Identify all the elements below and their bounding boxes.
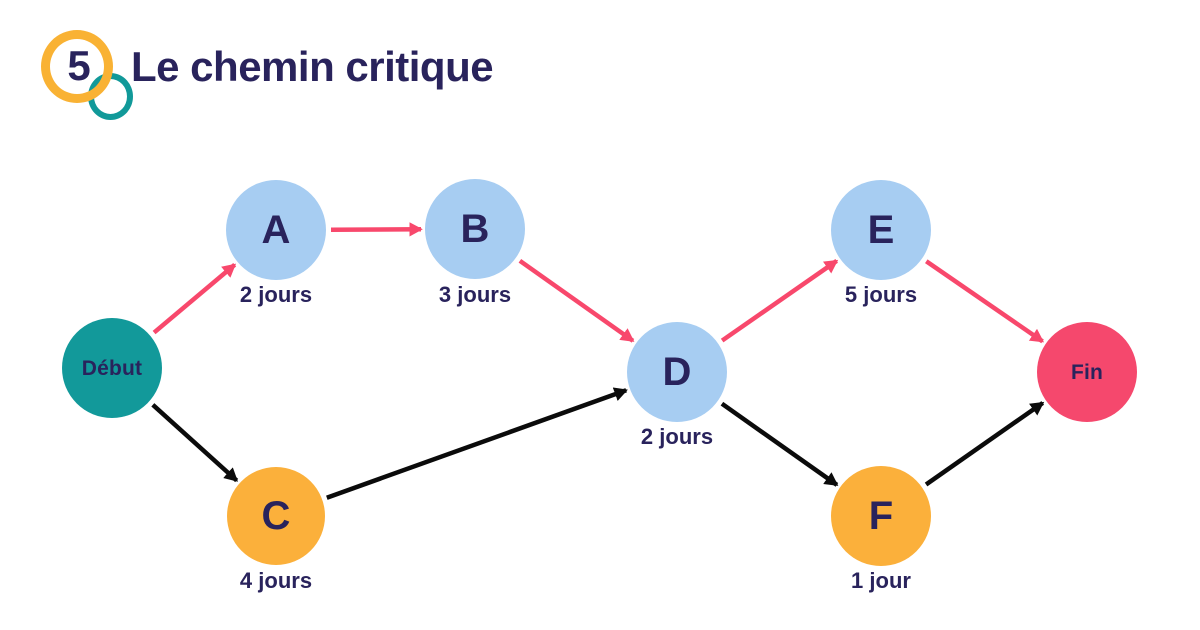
node-debut: Début — [62, 318, 162, 418]
header: 5 Le chemin critique — [0, 0, 1200, 130]
node-c: C — [227, 467, 325, 565]
node-a-label: A — [261, 208, 291, 252]
edge-D-F — [720, 401, 839, 487]
node-c-label: C — [261, 494, 291, 538]
node-f-duration: 1 jour — [851, 568, 911, 593]
node-b-label: B — [460, 207, 490, 251]
node-fin: Fin — [1037, 322, 1137, 422]
step-number-badge: 5 — [41, 30, 136, 122]
node-e-duration: 5 jours — [844, 282, 918, 307]
badge-orange-ring-icon: 5 — [41, 30, 113, 103]
node-f: F — [831, 466, 931, 566]
node-e-label: E — [867, 208, 895, 252]
badge-number: 5 — [67, 41, 91, 89]
node-e: E — [831, 180, 931, 280]
page-title: Le chemin critique — [131, 43, 494, 90]
edge-C-D — [326, 387, 628, 500]
node-d: D — [627, 322, 727, 422]
node-a-duration: 2 jours — [239, 282, 313, 307]
edge-B-D — [518, 258, 635, 343]
edge-debut-C — [151, 403, 239, 483]
node-d-label: D — [662, 350, 692, 394]
node-b-duration: 3 jours — [438, 282, 512, 307]
edge-E-fin — [925, 259, 1045, 344]
node-c-duration: 4 jours — [239, 568, 313, 593]
edge-debut-A — [152, 263, 237, 335]
node-fin-label: Fin — [1070, 360, 1104, 384]
node-d-duration: 2 jours — [640, 424, 714, 449]
edge-D-E — [720, 259, 839, 343]
edge-F-fin — [924, 401, 1045, 487]
node-f-label: F — [868, 494, 894, 538]
node-a: A — [226, 180, 326, 280]
node-debut-label: Début — [81, 356, 143, 380]
node-b: B — [425, 179, 525, 279]
